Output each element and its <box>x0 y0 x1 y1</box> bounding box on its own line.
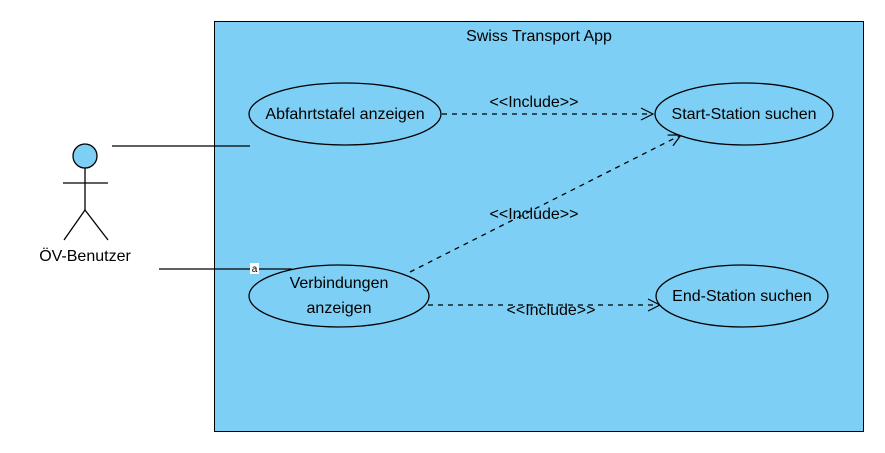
use-case-abfahrtstafel: Abfahrtstafel anzeigen <box>248 82 442 146</box>
include-label-1: <<Include>> <box>490 94 579 111</box>
association-marker: a <box>252 264 258 275</box>
use-case-end-station: End-Station suchen <box>655 264 829 328</box>
system-title: Swiss Transport App <box>466 28 612 45</box>
include-label-3: <<Include>> <box>507 302 596 319</box>
include-label-2: <<Include>> <box>490 206 579 223</box>
include-arrow-verbindungen-start <box>409 135 681 273</box>
actor-head <box>72 143 98 169</box>
use-case-verbindungen-label-line1: Verbindungen <box>290 275 389 292</box>
association-marker-bg <box>250 263 259 274</box>
use-case-abfahrtstafel-label: Abfahrtstafel anzeigen <box>265 106 424 123</box>
use-case-verbindungen: Verbindungen anzeigen <box>248 264 430 328</box>
system-boundary <box>214 21 864 432</box>
use-case-end-station-label: End-Station suchen <box>672 288 812 305</box>
use-case-start-station: Start-Station suchen <box>654 82 834 146</box>
use-case-verbindungen-label-line2: anzeigen <box>307 300 372 317</box>
use-case-start-station-label: Start-Station suchen <box>672 106 817 123</box>
actor-label: ÖV-Benutzer <box>39 247 131 265</box>
actor-figure <box>63 143 109 241</box>
